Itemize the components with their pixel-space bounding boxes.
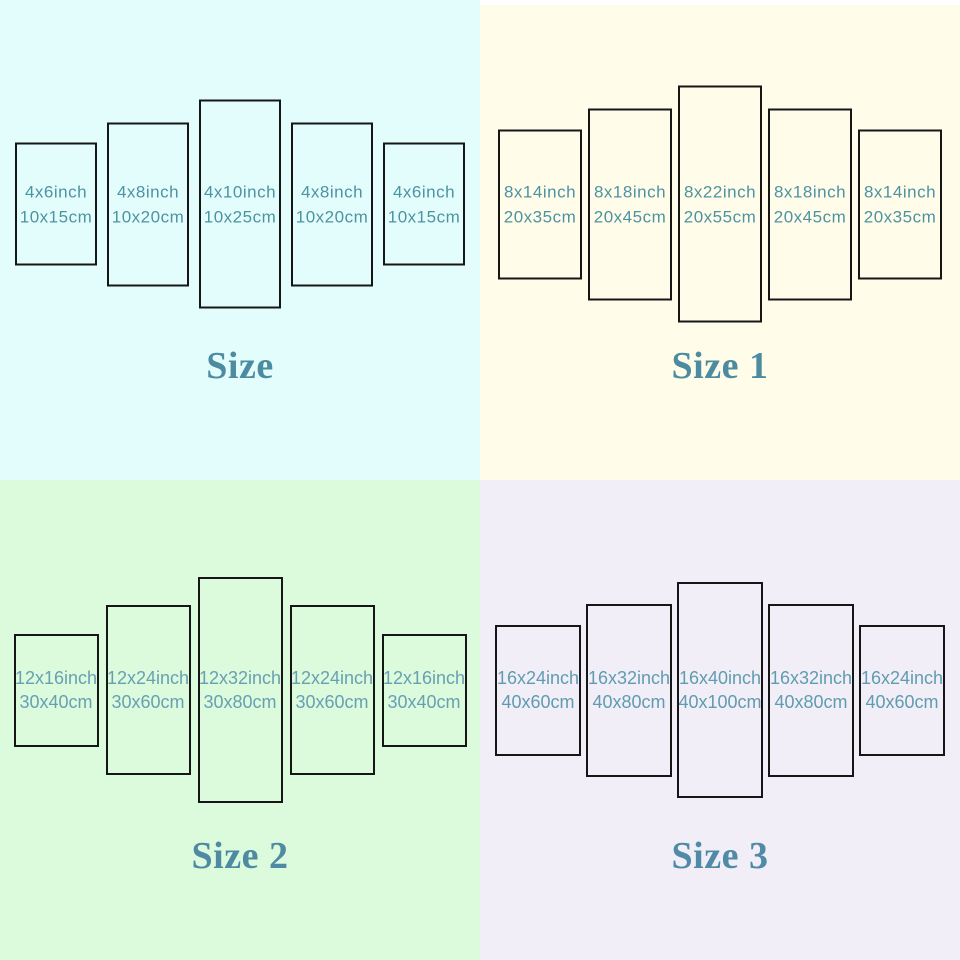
size-chart-quadrant-size-2: 12x16inch 30x40cm 12x24inch 30x60cm 12x32inc… xyxy=(0,480,480,960)
canvas-panel: 8x22inch 20x55cm xyxy=(678,85,762,323)
canvas-panel: 12x32inch 30x80cm xyxy=(197,577,283,803)
canvas-panel: 4x8inch 10x20cm xyxy=(107,122,189,286)
panel-size-inch-label: 8x18inch xyxy=(773,182,847,201)
panel-size-cm-label: 40x60cm xyxy=(501,692,575,712)
panel-size-inch-label: 4x8inch xyxy=(300,182,364,201)
canvas-panel: 16x32inch 40x80cm xyxy=(768,603,854,777)
panel-size-inch-label: 12x32inch xyxy=(198,668,282,688)
panel-size-inch-label: 8x18inch xyxy=(593,182,667,201)
panel-size-inch-label: 16x32inch xyxy=(769,668,853,688)
size-title: Size 1 xyxy=(671,345,769,387)
canvas-panel: 8x14inch 20x35cm xyxy=(498,129,582,279)
canvas-panel: 4x8inch 10x20cm xyxy=(291,122,373,286)
panel-size-cm-label: 40x60cm xyxy=(865,692,939,712)
canvas-panel: 8x18inch 20x45cm xyxy=(768,108,852,300)
panel-size-cm-label: 30x40cm xyxy=(19,692,93,712)
panel-size-inch-label: 16x40inch xyxy=(678,668,762,688)
panel-size-cm-label: 30x80cm xyxy=(203,692,277,712)
panel-size-inch-label: 12x16inch xyxy=(382,668,466,688)
canvas-panel: 8x18inch 20x45cm xyxy=(588,108,672,300)
panel-size-cm-label: 10x15cm xyxy=(387,207,461,226)
panel-size-cm-label: 10x25cm xyxy=(203,207,277,226)
panel-row: 8x14inch 20x35cm 8x18inch 20x45cm 8x22inch 20… xyxy=(480,85,960,323)
panel-size-cm-label: 40x80cm xyxy=(592,692,666,712)
panel-size-cm-label: 30x60cm xyxy=(295,692,369,712)
size-chart-quadrant-size: 4x6inch 10x15cm 4x8inch 10x20cm 4x10inch 10x2… xyxy=(0,0,480,480)
size-title: Size 2 xyxy=(191,835,289,877)
canvas-panel: 8x14inch 20x35cm xyxy=(858,129,942,279)
size-chart-quadrant-size-1: 8x14inch 20x35cm 8x18inch 20x45cm 8x22inch 20… xyxy=(480,0,960,480)
canvas-panel: 4x6inch 10x15cm xyxy=(15,142,97,266)
panel-size-cm-label: 20x35cm xyxy=(863,207,937,226)
panel-size-inch-label: 8x14inch xyxy=(863,182,937,201)
canvas-panel: 12x16inch 30x40cm xyxy=(13,633,99,747)
canvas-panel: 16x24inch 40x60cm xyxy=(495,624,581,756)
panel-size-cm-label: 40x100cm xyxy=(678,692,762,712)
panel-row: 12x16inch 30x40cm 12x24inch 30x60cm 12x32inc… xyxy=(0,577,480,803)
canvas-panel: 4x10inch 10x25cm xyxy=(199,99,281,309)
panel-size-cm-label: 40x80cm xyxy=(774,692,848,712)
size-title: Size xyxy=(206,345,274,387)
panel-size-inch-label: 12x24inch xyxy=(106,668,190,688)
panel-size-cm-label: 10x15cm xyxy=(19,207,93,226)
panel-size-cm-label: 20x45cm xyxy=(593,207,667,226)
panel-size-inch-label: 16x24inch xyxy=(496,668,580,688)
canvas-panel: 16x40inch 40x100cm xyxy=(677,582,763,798)
size-chart-quadrant-size-3: 16x24inch 40x60cm 16x32inch 40x80cm 16x40inc… xyxy=(480,480,960,960)
canvas-panel: 16x32inch 40x80cm xyxy=(586,603,672,777)
canvas-panel: 12x24inch 30x60cm xyxy=(289,605,375,775)
canvas-panel: 16x24inch 40x60cm xyxy=(859,624,945,756)
panel-size-inch-label: 4x6inch xyxy=(24,182,88,201)
panel-size-cm-label: 20x35cm xyxy=(503,207,577,226)
panel-size-cm-label: 20x45cm xyxy=(773,207,847,226)
panel-size-inch-label: 16x32inch xyxy=(587,668,671,688)
panel-size-cm-label: 30x60cm xyxy=(111,692,185,712)
panel-row: 4x6inch 10x15cm 4x8inch 10x20cm 4x10inch 10x2… xyxy=(0,99,480,309)
panel-size-inch-label: 12x16inch xyxy=(14,668,98,688)
panel-size-inch-label: 4x6inch xyxy=(392,182,456,201)
panel-size-cm-label: 20x55cm xyxy=(683,207,757,226)
panel-size-inch-label: 16x24inch xyxy=(860,668,944,688)
panel-size-inch-label: 8x22inch xyxy=(683,182,757,201)
size-title: Size 3 xyxy=(671,835,769,877)
canvas-panel: 12x16inch 30x40cm xyxy=(381,633,467,747)
panel-size-cm-label: 30x40cm xyxy=(387,692,461,712)
white-strip xyxy=(480,0,960,5)
panel-size-inch-label: 12x24inch xyxy=(290,668,374,688)
canvas-panel: 12x24inch 30x60cm xyxy=(105,605,191,775)
panel-size-inch-label: 4x10inch xyxy=(203,182,277,201)
panel-size-inch-label: 8x14inch xyxy=(503,182,577,201)
panel-size-inch-label: 4x8inch xyxy=(116,182,180,201)
panel-size-cm-label: 10x20cm xyxy=(295,207,369,226)
canvas-panel: 4x6inch 10x15cm xyxy=(383,142,465,266)
panel-size-cm-label: 10x20cm xyxy=(111,207,185,226)
panel-row: 16x24inch 40x60cm 16x32inch 40x80cm 16x40inc… xyxy=(480,582,960,798)
